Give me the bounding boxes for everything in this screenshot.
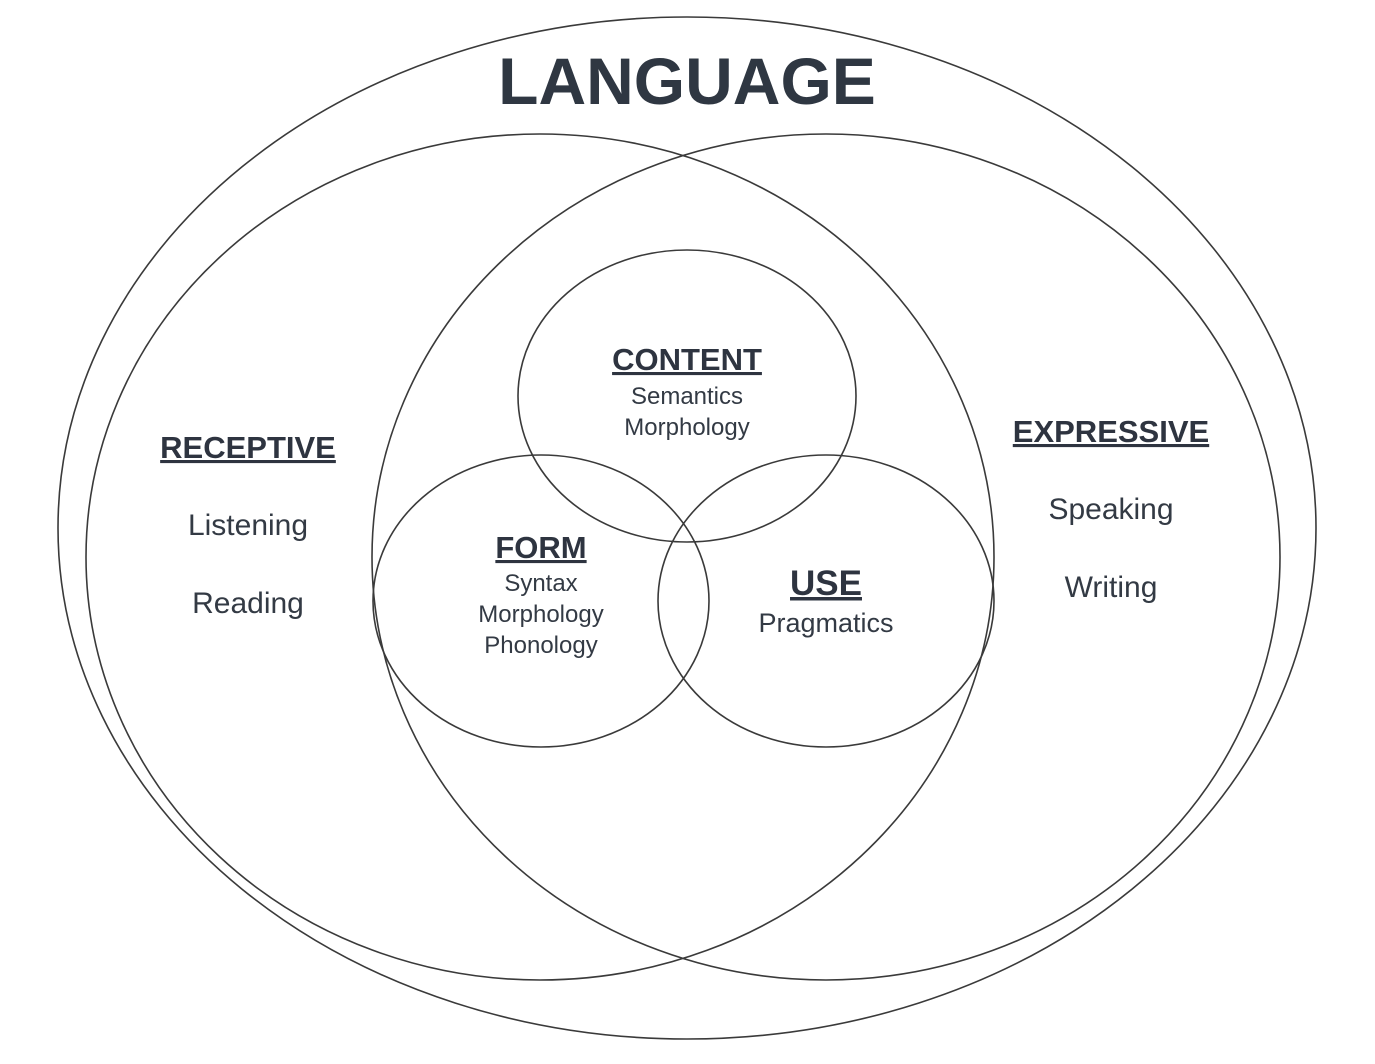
use-item-pragmatics: Pragmatics <box>758 608 893 638</box>
receptive-item-reading: Reading <box>192 587 304 620</box>
expressive-item-writing: Writing <box>1065 571 1158 604</box>
language-outer-ellipse <box>57 16 1317 1040</box>
diagram-title: LANGUAGE <box>498 44 876 118</box>
content-item-semantics: Semantics <box>631 383 743 410</box>
content-circle <box>517 249 857 543</box>
form-circle <box>372 454 710 748</box>
form-item-morphology: Morphology <box>478 601 603 628</box>
use-heading: USE <box>790 564 862 603</box>
content-item-morphology: Morphology <box>624 414 749 441</box>
use-circle <box>657 454 995 748</box>
expressive-ellipse <box>371 133 1281 981</box>
form-item-syntax: Syntax <box>504 570 577 597</box>
expressive-item-speaking: Speaking <box>1048 493 1173 526</box>
form-item-phonology: Phonology <box>484 632 597 659</box>
receptive-item-listening: Listening <box>188 509 308 542</box>
receptive-heading: RECEPTIVE <box>160 430 336 465</box>
content-heading: CONTENT <box>612 342 762 377</box>
receptive-ellipse <box>85 133 995 981</box>
expressive-heading: EXPRESSIVE <box>1013 414 1209 449</box>
form-heading: FORM <box>495 530 586 565</box>
